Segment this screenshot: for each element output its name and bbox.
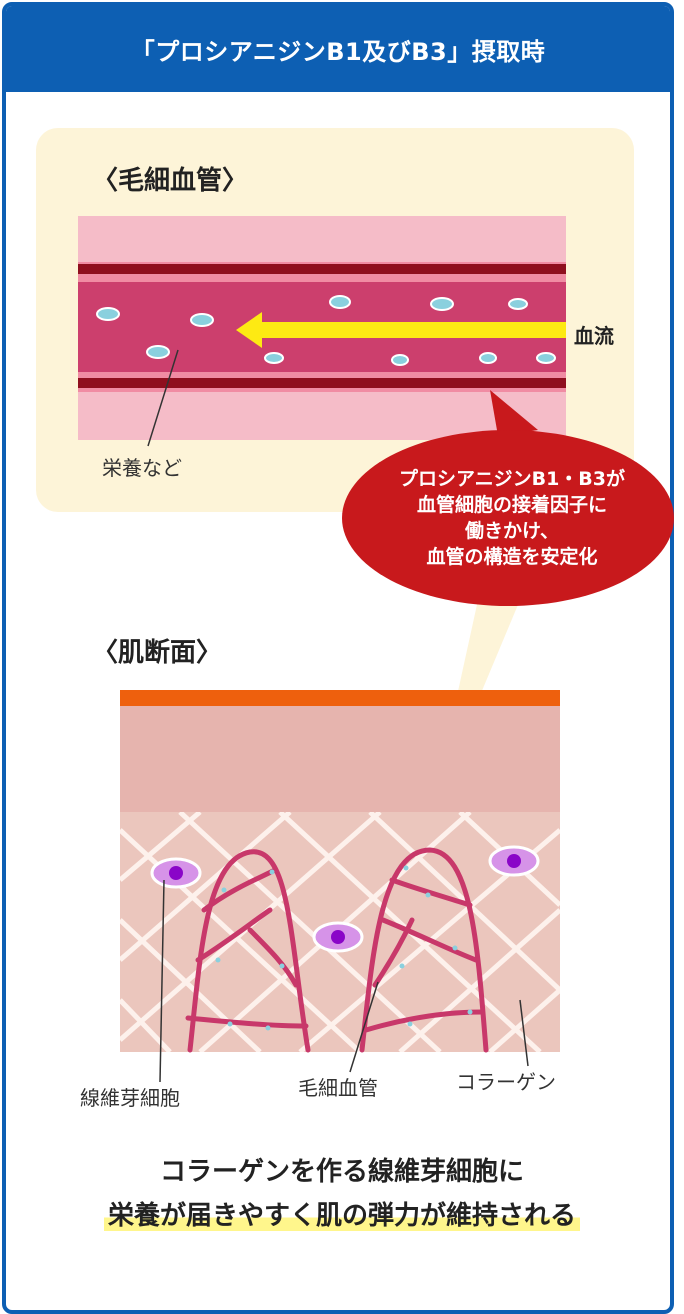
nutrient-label: 栄養など bbox=[102, 456, 182, 480]
blood-flow-label: 血流 bbox=[574, 324, 614, 348]
balloon-tail-top bbox=[490, 390, 538, 436]
conclusion-line-2: 栄養が届きやすく肌の弾力が維持される bbox=[103, 1201, 580, 1231]
balloon-text: プロシアニジンB1・B3が 血管細胞の接着因子に 働きかけ、 血管の構造を安定化 bbox=[360, 466, 664, 570]
speech-balloon bbox=[342, 430, 674, 606]
conclusion-line-1: コラーゲンを作る線維芽細胞に bbox=[159, 1157, 524, 1187]
conclusion: コラーゲンを作る線維芽細胞に 栄養が届きやすく肌の弾力が維持される bbox=[0, 1150, 684, 1238]
balloon-line: 血管の構造を安定化 bbox=[426, 546, 598, 568]
skin-capillary-left bbox=[185, 849, 311, 1053]
balloon-line: 血管細胞の接着因子に bbox=[416, 494, 607, 516]
blood-flow-arrow bbox=[236, 312, 566, 348]
blood-cells bbox=[96, 295, 556, 366]
nutrient-pointer-line bbox=[147, 349, 179, 447]
fibroblast-label: 線維芽細胞 bbox=[80, 1086, 180, 1110]
skin-pointer-lines bbox=[159, 879, 529, 1083]
header-title: 「プロシアニジンB1及びB3」摂取時 bbox=[6, 6, 670, 92]
collagen-label: コラーゲン bbox=[456, 1070, 556, 1094]
capillary-label: 毛細血管 bbox=[298, 1076, 378, 1100]
balloon-line: 働きかけ、 bbox=[464, 520, 560, 542]
capillary-section-title: 〈毛細血管〉 bbox=[92, 166, 249, 196]
skin-capillary-right bbox=[359, 847, 489, 1053]
skin-section-title: 〈肌断面〉 bbox=[92, 638, 223, 668]
skin-capillary-cells bbox=[215, 865, 473, 1031]
balloon-line: プロシアニジンB1・B3が bbox=[398, 468, 626, 490]
